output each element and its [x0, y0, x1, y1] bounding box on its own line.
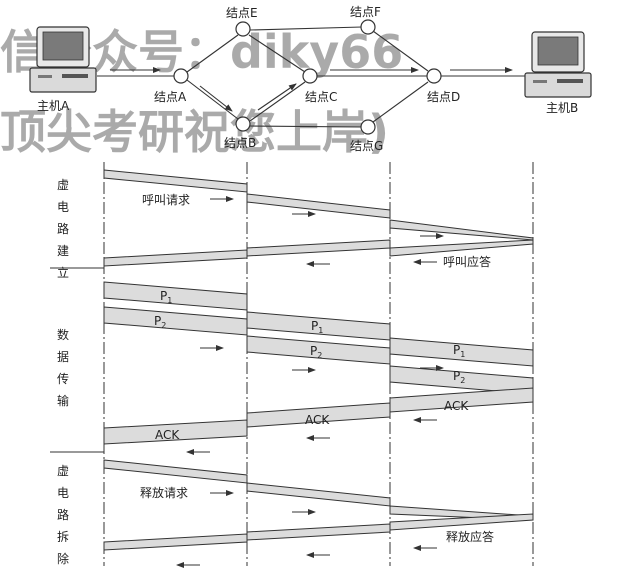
node-a-label: 结点A [154, 90, 187, 104]
svg-text:建: 建 [57, 244, 69, 258]
svg-text:立: 立 [57, 265, 69, 280]
svg-text:据: 据 [57, 350, 69, 364]
label-p2-hop1: P2 [154, 314, 166, 330]
label-p1-hop2: P1 [311, 319, 323, 335]
band-release-request-1 [103, 459, 248, 484]
network-links [97, 26, 525, 128]
node-e [235, 21, 251, 37]
watermark-line2: 顶尖考研祝您上岸) [0, 105, 389, 159]
node-a [173, 68, 189, 84]
band-call-request-3 [389, 219, 534, 241]
host-a-computer-icon [29, 26, 97, 93]
svg-text:虚: 虚 [57, 178, 69, 192]
label-ack-hop3: ACK [444, 399, 469, 413]
svg-text:拆: 拆 [57, 529, 69, 544]
svg-text:虚: 虚 [57, 464, 69, 478]
label-p2-hop2: P2 [310, 344, 322, 360]
network-nodes [173, 19, 442, 135]
band-call-accept-1 [103, 249, 248, 267]
node-g [360, 119, 376, 135]
svg-text:传: 传 [57, 371, 69, 386]
band-p2-hop1 [103, 306, 248, 336]
node-c [302, 68, 318, 84]
label-p2-hop3: P2 [453, 369, 465, 385]
message-bands [103, 169, 534, 551]
label-release-request: 释放请求 [140, 485, 188, 500]
band-call-request-2 [246, 193, 391, 219]
node-e-label: 结点E [226, 6, 258, 20]
phase-label-setup: 虚 电 路 建 立 [57, 178, 69, 280]
node-d [426, 68, 442, 84]
label-ack-hop1: ACK [155, 428, 180, 442]
time-axes [103, 162, 534, 566]
host-b-computer-icon [524, 31, 592, 98]
phase-label-transfer: 数 据 传 输 [57, 327, 69, 408]
timing-diagram: 虚 电 路 建 立 数 据 传 输 虚 电 路 拆 除 [50, 162, 534, 568]
node-b [235, 116, 251, 132]
label-call-request: 呼叫请求 [142, 193, 190, 207]
band-ack-hop1 [103, 419, 248, 445]
label-call-accept: 呼叫应答 [443, 254, 491, 269]
host-b-label: 主机B [546, 101, 578, 115]
node-f-label: 结点F [350, 5, 381, 19]
direction-arrows [176, 196, 444, 568]
label-ack-hop2: ACK [305, 413, 330, 427]
band-release-response-1 [103, 533, 248, 551]
band-call-request-1 [103, 169, 248, 193]
svg-text:除: 除 [57, 551, 69, 566]
svg-text:输: 输 [57, 393, 69, 408]
band-call-accept-2 [246, 239, 391, 257]
band-p1-hop1 [103, 281, 248, 311]
node-g-label: 结点G [350, 139, 383, 153]
phase-label-teardown: 虚 电 路 拆 除 [57, 464, 69, 566]
path-arrows [110, 67, 513, 112]
band-release-request-2 [246, 482, 391, 507]
network-topology: 主机A 主机B [29, 5, 592, 153]
svg-text:路: 路 [57, 507, 69, 522]
svg-text:路: 路 [57, 221, 69, 236]
node-c-label: 结点C [305, 90, 337, 104]
node-b-label: 结点B [224, 136, 256, 150]
label-p1-hop1: P1 [160, 289, 172, 305]
host-a-label: 主机A [37, 99, 70, 113]
band-p1-hop3 [389, 337, 534, 367]
band-release-response-2 [246, 523, 391, 541]
svg-text:数: 数 [57, 327, 69, 342]
band-p2-hop2 [246, 335, 391, 365]
node-f [360, 19, 376, 35]
svg-text:电: 电 [57, 486, 69, 500]
node-d-label: 结点D [427, 90, 460, 104]
band-call-accept-3 [389, 239, 534, 257]
label-release-response: 释放应答 [446, 529, 494, 544]
label-p1-hop3: P1 [453, 343, 465, 359]
phase-separators [50, 267, 104, 453]
svg-text:电: 电 [57, 200, 69, 214]
